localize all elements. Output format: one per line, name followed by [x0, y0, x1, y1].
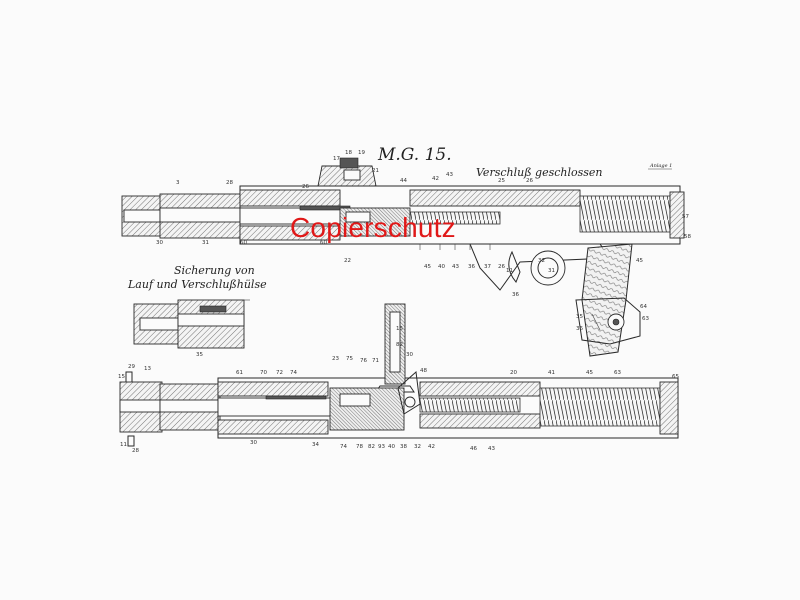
- svg-text:30: 30: [250, 440, 257, 446]
- svg-text:43: 43: [446, 172, 453, 178]
- svg-text:61: 61: [236, 370, 243, 376]
- svg-text:65: 65: [672, 374, 679, 380]
- svg-text:15: 15: [118, 374, 125, 380]
- part-callout-numbers-upper: 3 28 26 17 18 19 21 44 42 43 25 26 57 58…: [156, 150, 691, 332]
- svg-text:74: 74: [340, 444, 347, 450]
- svg-text:30: 30: [156, 240, 163, 246]
- svg-text:40: 40: [438, 264, 445, 270]
- svg-text:32: 32: [414, 444, 421, 450]
- svg-text:60: 60: [240, 240, 247, 246]
- svg-text:63: 63: [642, 316, 649, 322]
- svg-text:76: 76: [360, 358, 367, 364]
- svg-text:75: 75: [346, 356, 353, 362]
- svg-text:48: 48: [420, 368, 427, 374]
- svg-text:26: 26: [302, 184, 309, 190]
- svg-text:22: 22: [344, 258, 351, 264]
- svg-text:36: 36: [512, 292, 519, 298]
- svg-text:30: 30: [406, 352, 413, 358]
- svg-text:29: 29: [128, 364, 135, 370]
- part-callout-numbers-lower: 29 15 13 61 70 72 74 23 75 76 71 15 82 3…: [118, 326, 679, 454]
- svg-text:57: 57: [682, 214, 689, 220]
- svg-text:28: 28: [132, 448, 139, 454]
- svg-text:15: 15: [396, 326, 403, 332]
- svg-text:35: 35: [196, 352, 203, 358]
- svg-text:82: 82: [368, 444, 375, 450]
- svg-text:45: 45: [636, 258, 643, 264]
- upper-section-closed-bolt: 3 28 26 17 18 19 21 44 42 43 25 26 57 58…: [121, 150, 691, 357]
- svg-text:19: 19: [358, 150, 365, 156]
- svg-text:63: 63: [614, 370, 621, 376]
- svg-text:36: 36: [576, 326, 583, 332]
- svg-text:18: 18: [345, 150, 352, 156]
- sheet-title: M.G. 15.: [377, 145, 452, 165]
- sheet-tag: Anlage 1: [649, 163, 672, 169]
- svg-text:58: 58: [684, 234, 691, 240]
- svg-text:82: 82: [396, 342, 403, 348]
- svg-text:23: 23: [332, 356, 339, 362]
- svg-text:36: 36: [468, 264, 475, 270]
- svg-text:31: 31: [202, 240, 209, 246]
- svg-text:70: 70: [260, 370, 267, 376]
- svg-text:42: 42: [428, 444, 435, 450]
- inset-caption-line1: Sicherung von: [174, 264, 255, 277]
- svg-text:93: 93: [378, 444, 385, 450]
- copy-protection-watermark: Copierschutz: [290, 212, 456, 243]
- top-view-caption: Verschluß geschlossen: [476, 166, 603, 179]
- svg-text:71: 71: [372, 358, 379, 364]
- svg-text:43: 43: [452, 264, 459, 270]
- svg-text:34: 34: [312, 442, 319, 448]
- svg-text:43: 43: [488, 446, 495, 452]
- lower-section-open-bolt: 29 15 13 61 70 72 74 23 75 76 71 15 82 3…: [118, 303, 679, 454]
- svg-text:41: 41: [548, 370, 555, 376]
- svg-text:3: 3: [176, 180, 180, 186]
- svg-text:17: 17: [333, 156, 340, 162]
- svg-text:25: 25: [498, 178, 505, 184]
- svg-text:40: 40: [388, 444, 395, 450]
- svg-text:60: 60: [320, 240, 327, 246]
- svg-text:74: 74: [290, 370, 297, 376]
- svg-text:64: 64: [640, 304, 647, 310]
- svg-text:11: 11: [506, 268, 513, 274]
- svg-text:20: 20: [510, 370, 517, 376]
- svg-text:37: 37: [484, 264, 491, 270]
- svg-text:78: 78: [356, 444, 363, 450]
- svg-text:35: 35: [576, 314, 583, 320]
- svg-text:46: 46: [470, 446, 477, 452]
- svg-text:31: 31: [548, 268, 555, 274]
- svg-text:26: 26: [526, 178, 533, 184]
- inset-barrel-lock-detail: 35: [133, 299, 250, 358]
- svg-text:44: 44: [400, 178, 407, 184]
- svg-text:38: 38: [400, 444, 407, 450]
- svg-text:13: 13: [144, 366, 151, 372]
- svg-text:42: 42: [432, 176, 439, 182]
- svg-text:28: 28: [226, 180, 233, 186]
- inset-caption-line2: Lauf und Verschlußhülse: [127, 278, 267, 291]
- svg-text:11: 11: [120, 442, 127, 448]
- svg-text:32: 32: [538, 258, 545, 264]
- svg-text:45: 45: [586, 370, 593, 376]
- svg-text:45: 45: [424, 264, 431, 270]
- svg-text:26: 26: [498, 264, 505, 270]
- svg-text:72: 72: [276, 370, 283, 376]
- svg-text:21: 21: [372, 168, 379, 174]
